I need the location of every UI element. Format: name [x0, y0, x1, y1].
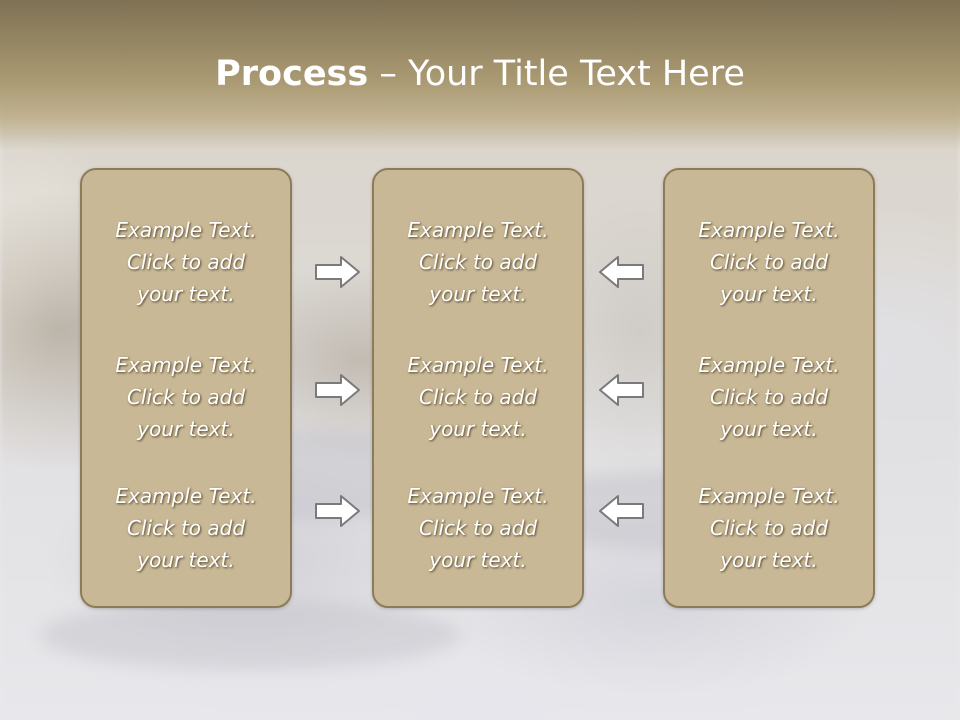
text-placeholder[interactable]: Example Text. Click to add your text.: [82, 480, 290, 576]
title-band: [0, 0, 960, 150]
arrow-right-icon[interactable]: [314, 493, 362, 529]
text-line: Example Text.: [407, 353, 549, 377]
arrow-right-icon[interactable]: [314, 372, 362, 408]
text-line: Example Text.: [115, 218, 257, 242]
text-placeholder[interactable]: Example Text. Click to add your text.: [374, 480, 582, 576]
text-line: Example Text.: [698, 218, 840, 242]
arrow-left-icon[interactable]: [597, 372, 645, 408]
text-placeholder[interactable]: Example Text. Click to add your text.: [82, 349, 290, 445]
text-line: your text.: [137, 282, 235, 306]
text-line: your text.: [429, 282, 527, 306]
text-line: your text.: [137, 548, 235, 572]
text-placeholder[interactable]: Example Text. Click to add your text.: [665, 349, 873, 445]
text-line: Click to add: [126, 516, 246, 540]
text-placeholder[interactable]: Example Text. Click to add your text.: [82, 214, 290, 310]
process-box-right[interactable]: Example Text. Click to add your text. Ex…: [663, 168, 875, 608]
arrow-left-icon[interactable]: [597, 254, 645, 290]
arrow-right-icon[interactable]: [314, 254, 362, 290]
arrow-left-icon[interactable]: [597, 493, 645, 529]
text-line: Example Text.: [407, 218, 549, 242]
process-box-left[interactable]: Example Text. Click to add your text. Ex…: [80, 168, 292, 608]
title-bold: Process: [215, 54, 369, 94]
text-line: Click to add: [418, 385, 538, 409]
text-line: your text.: [720, 548, 818, 572]
text-line: Click to add: [709, 250, 829, 274]
text-line: Example Text.: [698, 353, 840, 377]
text-line: your text.: [720, 417, 818, 441]
text-line: Click to add: [418, 516, 538, 540]
process-box-center[interactable]: Example Text. Click to add your text. Ex…: [372, 168, 584, 608]
text-line: Click to add: [418, 250, 538, 274]
text-placeholder[interactable]: Example Text. Click to add your text.: [665, 214, 873, 310]
text-line: Click to add: [126, 250, 246, 274]
text-line: Example Text.: [115, 353, 257, 377]
text-line: Example Text.: [407, 484, 549, 508]
text-line: Click to add: [126, 385, 246, 409]
title-rest: – Your Title Text Here: [368, 54, 745, 94]
text-line: your text.: [429, 417, 527, 441]
text-placeholder[interactable]: Example Text. Click to add your text.: [665, 480, 873, 576]
text-line: Example Text.: [698, 484, 840, 508]
text-line: Example Text.: [115, 484, 257, 508]
text-line: your text.: [429, 548, 527, 572]
background-shading: [40, 600, 460, 670]
text-placeholder[interactable]: Example Text. Click to add your text.: [374, 214, 582, 310]
text-placeholder[interactable]: Example Text. Click to add your text.: [374, 349, 582, 445]
text-line: Click to add: [709, 385, 829, 409]
slide-title[interactable]: Process – Your Title Text Here: [0, 52, 960, 96]
text-line: your text.: [137, 417, 235, 441]
text-line: Click to add: [709, 516, 829, 540]
text-line: your text.: [720, 282, 818, 306]
